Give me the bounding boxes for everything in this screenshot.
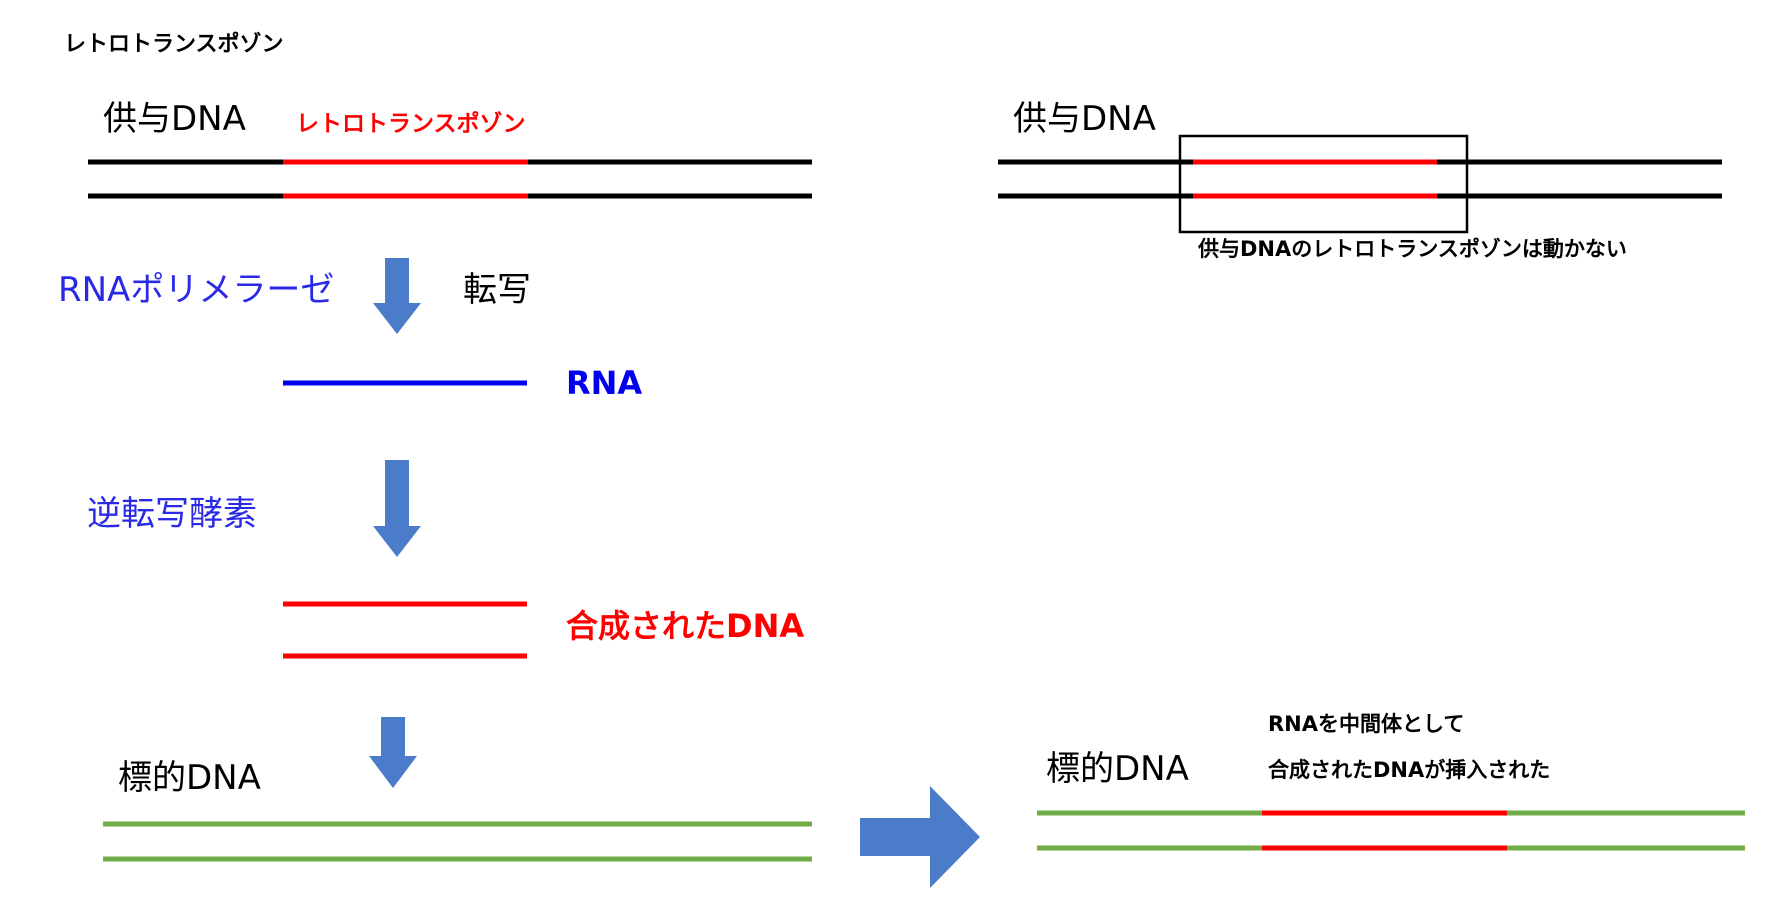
insert-note-line2: 合成されたDNAが挿入された xyxy=(1268,758,1551,782)
donor-note: 供与DNAのレトロトランスポゾンは動かない xyxy=(1198,237,1627,261)
right-arrow xyxy=(860,786,980,888)
reverse-transcriptase-label: 逆転写酵素 xyxy=(87,494,257,534)
down-arrow-1 xyxy=(373,258,421,334)
target-dna-right xyxy=(1037,810,1745,851)
down-arrow-2 xyxy=(373,460,421,557)
rna-polymerase-label: RNAポリメラーゼ xyxy=(58,270,335,310)
rna-label: RNA xyxy=(566,364,643,402)
retrotransposon-label: レトロトランスポゾン xyxy=(296,111,526,137)
page-title: レトロトランスポゾン xyxy=(64,32,284,57)
donor-dna-left xyxy=(88,159,812,199)
target-dna-label-left: 標的DNA xyxy=(118,758,261,798)
donor-dna-label-left: 供与DNA xyxy=(103,99,246,139)
donor-dna-label-right: 供与DNA xyxy=(1013,99,1156,139)
target-dna-label-right: 標的DNA xyxy=(1046,749,1189,789)
target-dna-left xyxy=(103,821,812,862)
insert-note-line1: RNAを中間体として xyxy=(1268,712,1465,736)
donor-dna-right xyxy=(998,134,1722,234)
synth-dna-label: 合成されたDNA xyxy=(566,607,805,645)
highlight-box xyxy=(1178,134,1469,234)
transcription-label: 転写 xyxy=(463,270,531,310)
down-arrow-3 xyxy=(369,717,417,788)
